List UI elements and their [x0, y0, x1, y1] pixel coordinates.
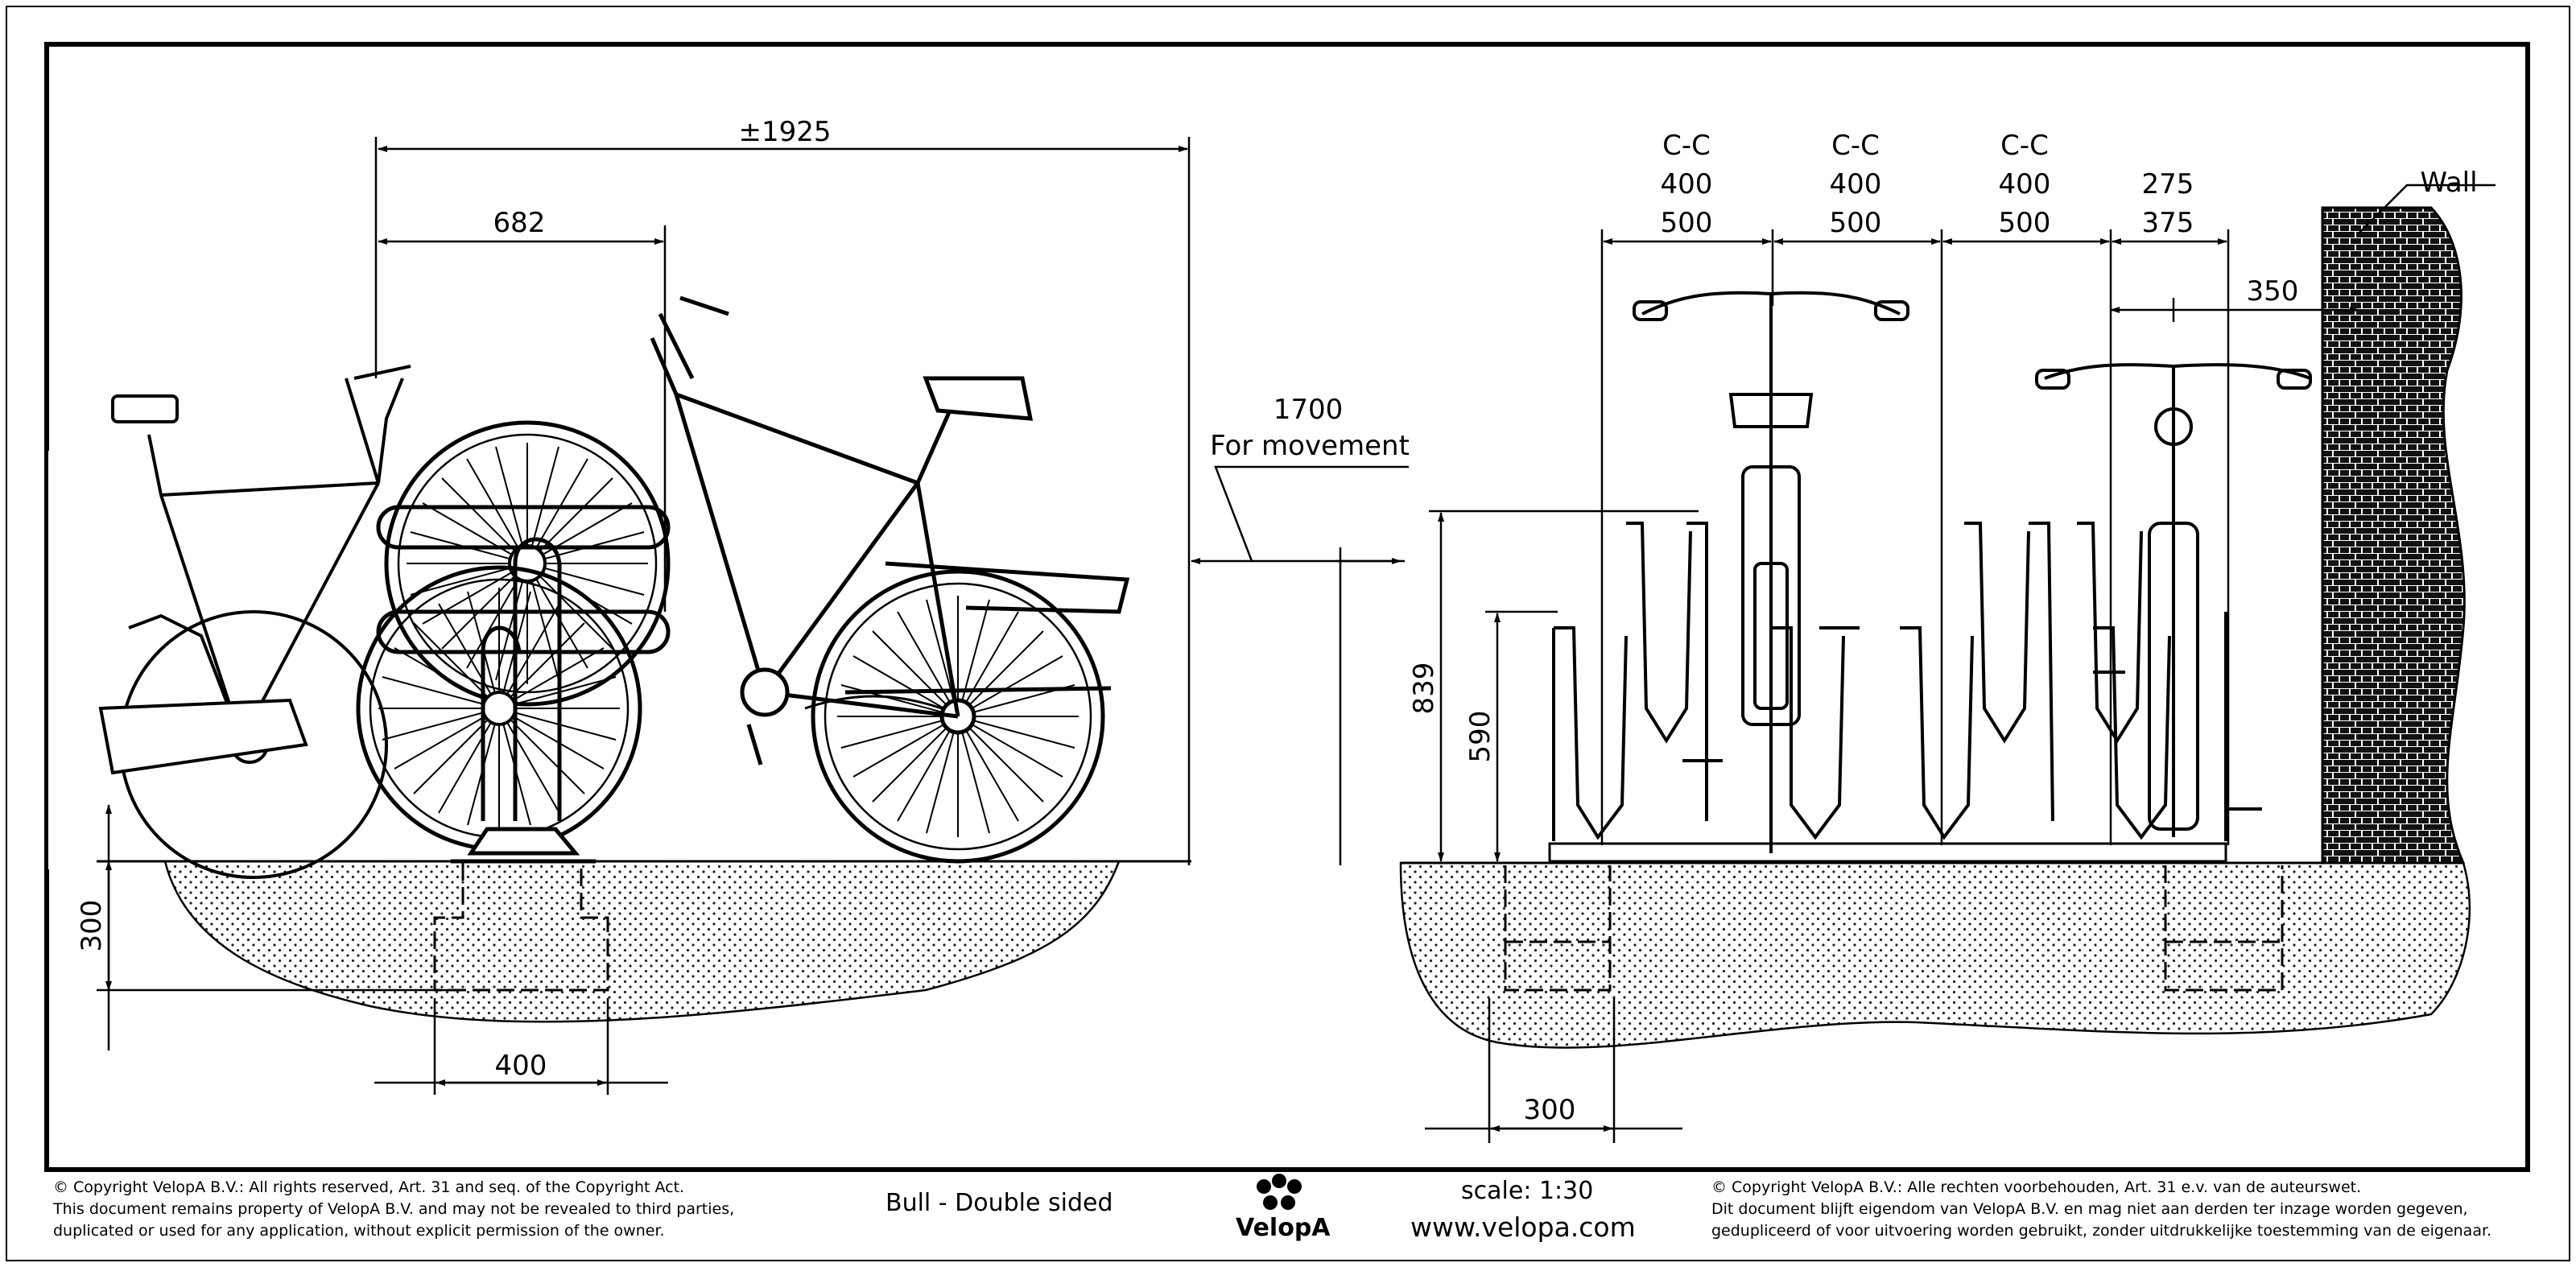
wall-label: Wall [2420, 167, 2477, 199]
dim-end-b: 375 [2142, 207, 2194, 239]
front-view-bicycle-right [2035, 363, 2312, 837]
copyright-dutch-line-1: © Copyright VelopA B.V.: Alle rechten vo… [1711, 1178, 2362, 1196]
front-bicycle [650, 295, 1130, 864]
dim-cc-b-2: 500 [1830, 207, 1882, 239]
foundations-right [1504, 865, 2284, 992]
dim-end-a: 275 [2142, 168, 2194, 200]
velopa-logo-icon [1257, 1174, 1302, 1210]
dim-movement-value: 1700 [1274, 394, 1344, 426]
dim-cc-label-1: C-C [1662, 130, 1711, 162]
dim-height-low: 590 [1464, 711, 1496, 763]
dim-foundation-depth: 300 [76, 900, 108, 952]
left-dimensions [97, 137, 1409, 1095]
dim-cc-label-3: C-C [2000, 130, 2049, 162]
product-name: Bull - Double sided [886, 1189, 1113, 1217]
rear-bicycle [98, 365, 411, 879]
dim-wall-offset: 350 [2247, 275, 2299, 307]
dim-movement-label: For movement [1210, 430, 1410, 462]
ground-section-right [1399, 861, 2471, 1049]
outer-border [6, 6, 2570, 1261]
dim-foundation-width-right: 300 [1524, 1094, 1576, 1126]
right-dimensions [1425, 184, 2496, 1143]
front-wheel-upper [384, 420, 671, 707]
front-view-bicycle-left [1633, 291, 1909, 853]
dim-cc-a-3: 400 [1999, 168, 2051, 200]
rack-base-rail [1548, 842, 2227, 863]
front-bike-rear-wheel [811, 569, 1105, 864]
wall-section [2321, 206, 2466, 865]
dim-cc-a-2: 400 [1830, 168, 1882, 200]
website: www.velopa.com [1410, 1211, 1636, 1243]
dim-cc-a-1: 400 [1661, 168, 1713, 200]
drawing-frame [44, 42, 2530, 1172]
copyright-english-line-2: This document remains property of VelopA… [53, 1200, 735, 1218]
dim-wheel-offset: 682 [493, 207, 546, 239]
scale-label: scale: 1:30 [1461, 1177, 1594, 1205]
dim-cc-label-2: C-C [1831, 130, 1880, 162]
copyright-english: © Copyright VelopA B.V.: All rights rese… [53, 1177, 826, 1242]
copyright-english-line-1: © Copyright VelopA B.V.: All rights rese… [53, 1178, 685, 1196]
dim-overall-length: ±1925 [738, 116, 831, 148]
copyright-dutch-line-2: Dit document blijft eigendom van VelopA … [1711, 1200, 2468, 1218]
dim-foundation-width-left: 400 [495, 1050, 547, 1082]
bike-rack-side [376, 505, 671, 864]
copyright-dutch-line-3: gedupliceerd of voor uitvoering worden g… [1711, 1222, 2492, 1240]
copyright-english-line-3: duplicated or used for any application, … [53, 1222, 665, 1240]
dim-cc-b-1: 500 [1661, 207, 1713, 239]
logo-text: VelopA [1236, 1214, 1331, 1242]
drawing-clip-left [48, 451, 93, 869]
dim-height-high: 839 [1408, 662, 1440, 715]
foundation-left [433, 863, 609, 992]
rack-holders [1552, 522, 2227, 841]
ground-section-left [163, 860, 1121, 1023]
dim-cc-b-3: 500 [1999, 207, 2051, 239]
copyright-dutch: © Copyright VelopA B.V.: Alle rechten vo… [1711, 1177, 2565, 1242]
